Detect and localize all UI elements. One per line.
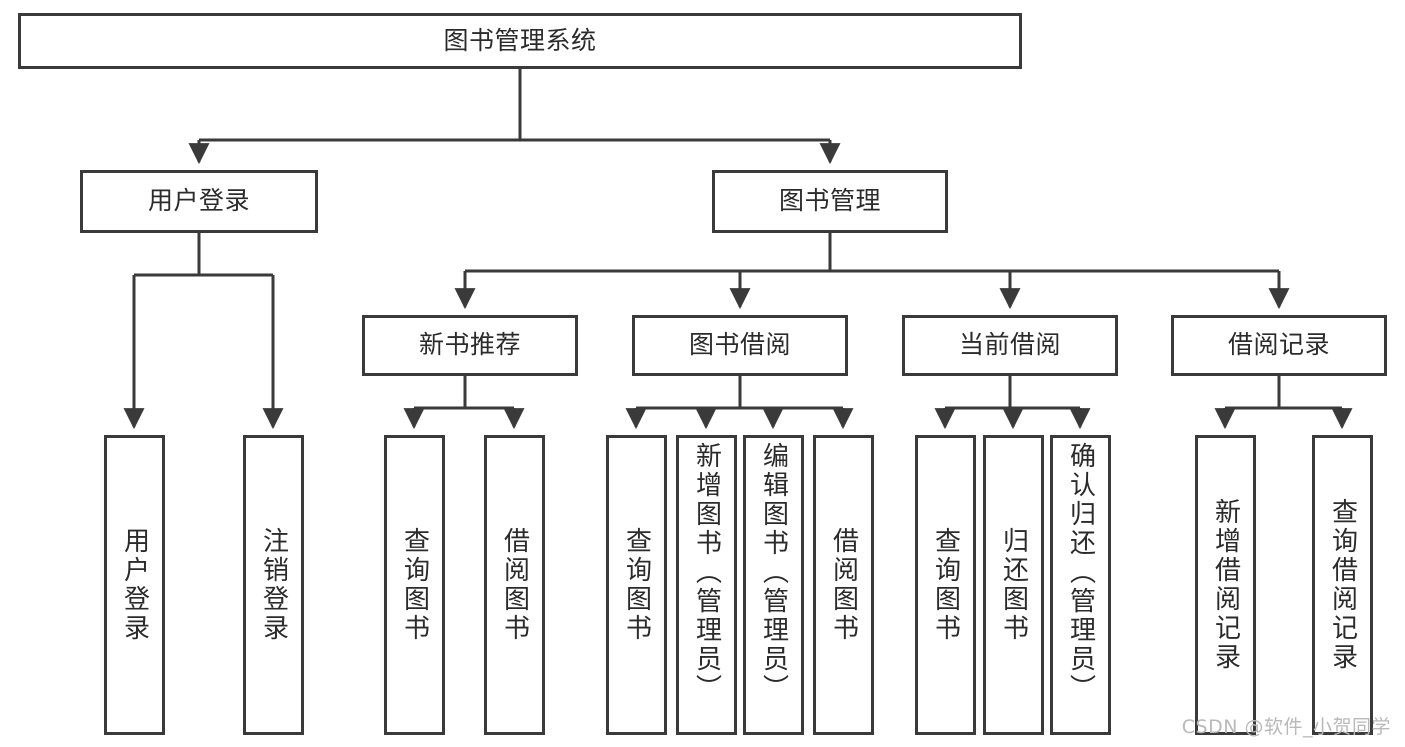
node-label: 新增图书（管理员） xyxy=(691,442,722,703)
node-user-login[interactable]: 用户登录 xyxy=(80,170,318,233)
leaf-user-login-logout[interactable]: 注销登录 xyxy=(243,435,304,735)
node-current-borrowing[interactable]: 当前借阅 xyxy=(902,315,1118,376)
node-label: 当前借阅 xyxy=(958,330,1061,360)
node-label: 注销登录 xyxy=(258,527,289,643)
node-book-borrowing[interactable]: 图书借阅 xyxy=(632,315,848,376)
node-label: 归还图书 xyxy=(998,527,1029,643)
node-label: 查询图书 xyxy=(621,527,652,643)
leaf-new-book-borrow-book[interactable]: 借阅图书 xyxy=(484,435,545,735)
node-label: 借阅记录 xyxy=(1227,330,1330,360)
node-label: 确认归还（管理员） xyxy=(1065,442,1096,703)
node-label: 图书管理 xyxy=(778,186,881,216)
leaf-book-borrow-borrow-book[interactable]: 借阅图书 xyxy=(813,435,874,735)
leaf-borrow-record-add-record[interactable]: 新增借阅记录 xyxy=(1195,435,1256,735)
leaf-current-borrow-confirm-return-admin[interactable]: 确认归还（管理员） xyxy=(1050,435,1111,735)
node-label: 新增借阅记录 xyxy=(1210,498,1241,672)
leaf-book-borrow-add-book-admin[interactable]: 新增图书（管理员） xyxy=(676,435,737,735)
node-label: 查询图书 xyxy=(930,527,961,643)
node-label: 新书推荐 xyxy=(418,330,521,360)
leaf-user-login-login[interactable]: 用户登录 xyxy=(104,435,165,735)
leaf-book-borrow-query-book[interactable]: 查询图书 xyxy=(606,435,667,735)
node-label: 用户登录 xyxy=(147,186,250,216)
leaf-book-borrow-edit-book-admin[interactable]: 编辑图书（管理员） xyxy=(743,435,804,735)
leaf-current-borrow-query-book[interactable]: 查询图书 xyxy=(915,435,976,735)
node-label: 借阅图书 xyxy=(499,527,530,643)
csdn-watermark: CSDN @软件_小贺同学 xyxy=(1181,716,1391,738)
leaf-new-book-query-book[interactable]: 查询图书 xyxy=(384,435,445,735)
node-label: 借阅图书 xyxy=(828,527,859,643)
node-label: 编辑图书（管理员） xyxy=(758,442,789,703)
node-borrowing-record[interactable]: 借阅记录 xyxy=(1171,315,1387,376)
leaf-borrow-record-query-record[interactable]: 查询借阅记录 xyxy=(1312,435,1373,735)
leaf-current-borrow-return-book[interactable]: 归还图书 xyxy=(983,435,1044,735)
node-label: 图书借阅 xyxy=(688,330,791,360)
node-label: 图书管理系统 xyxy=(443,25,597,55)
node-label: 查询图书 xyxy=(399,527,430,643)
node-book-management[interactable]: 图书管理 xyxy=(712,170,948,233)
node-label: 查询借阅记录 xyxy=(1327,498,1358,672)
node-new-book-recommendation[interactable]: 新书推荐 xyxy=(362,315,578,376)
node-root-book-management-system[interactable]: 图书管理系统 xyxy=(18,13,1022,69)
node-label: 用户登录 xyxy=(119,527,150,643)
